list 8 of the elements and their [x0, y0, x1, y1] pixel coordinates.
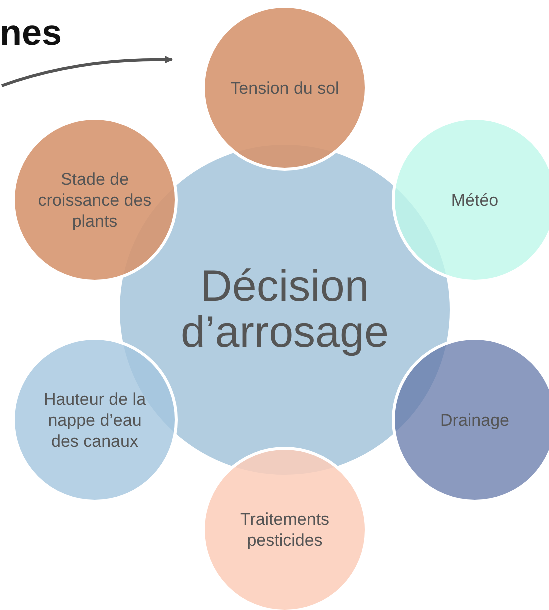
- circle-label: Décision d’arrosage: [180, 264, 390, 356]
- circle-label: Hauteur de la nappe d’eau des canaux: [42, 388, 148, 452]
- circle-label: Traitements pesticides: [239, 509, 331, 551]
- circle-label: Stade de croissance des plants: [37, 168, 153, 232]
- circle-label: Drainage: [440, 410, 510, 430]
- heading-text: nes: [0, 12, 62, 54]
- circle-label: Tension du sol: [230, 78, 340, 98]
- circle-label: Météo: [450, 190, 500, 210]
